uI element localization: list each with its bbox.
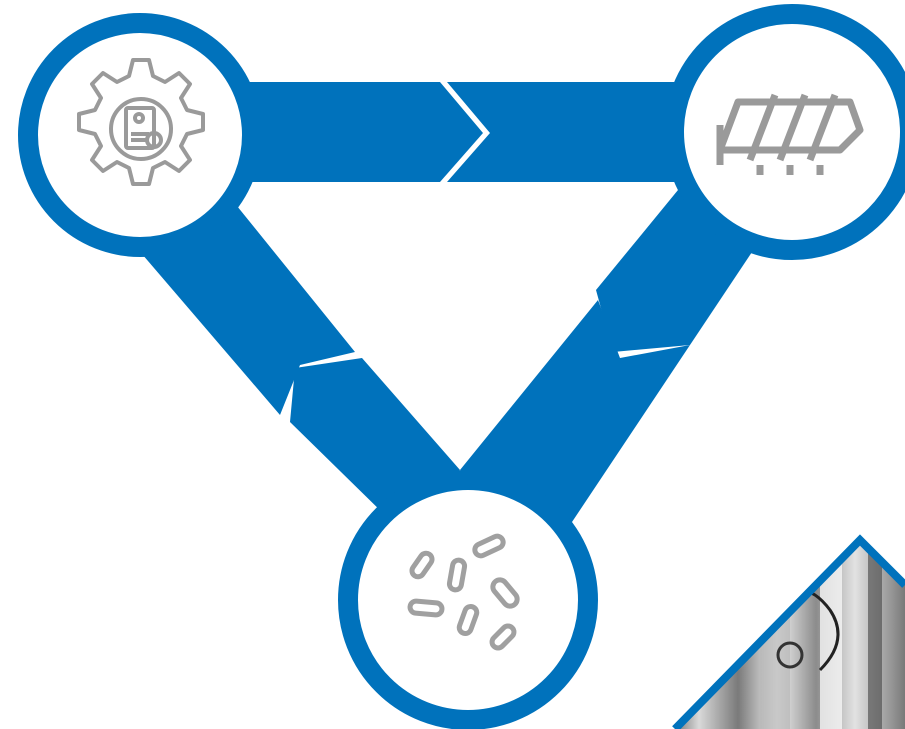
connector-top [200,82,483,182]
connector-left-lower [290,358,460,520]
gear-document-icon [77,58,205,186]
node-pellets [338,470,598,729]
pellets-icon [407,533,520,651]
extruder-screw-icon [716,93,864,175]
corner-photo [675,540,905,729]
corner-photo-frame [672,534,905,729]
connector-top-right [447,82,700,182]
node-process-design [18,13,262,257]
node-extrusion [664,4,905,260]
